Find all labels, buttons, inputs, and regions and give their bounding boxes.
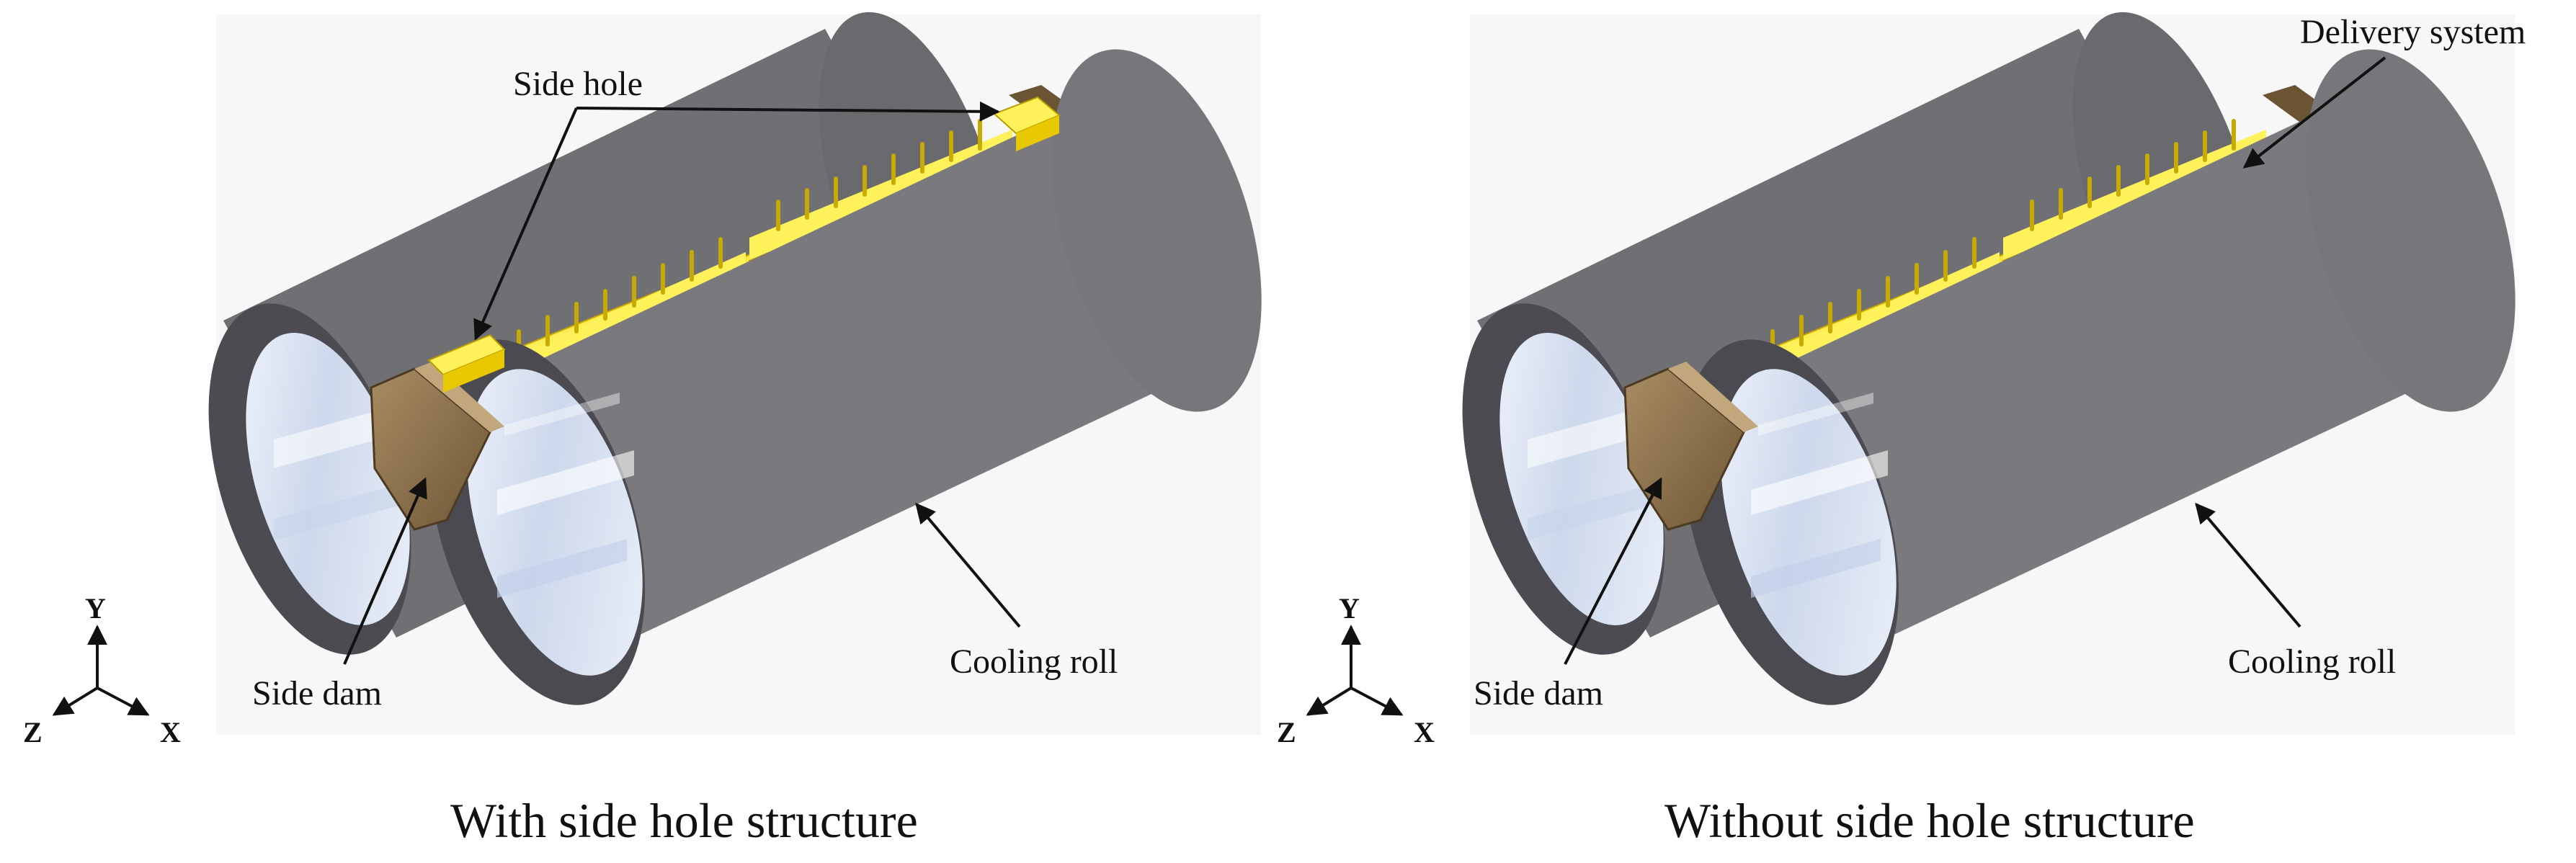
axis-label-y: Y [85,592,106,625]
label-side-dam: Side dam [1474,674,1603,712]
panel-right-annotations: Delivery system Side dam Cooling roll Y … [1277,13,2526,848]
axis-label-x: X [160,716,181,748]
axis-label-y: Y [1339,592,1360,625]
panel-right-model [1425,0,2555,735]
panel-left-model [171,0,1301,735]
axis-label-z: Z [23,716,43,748]
arrow-side-dam [343,477,427,665]
label-side-hole: Side hole [513,65,643,103]
axis-triad-left: Y Z X [23,592,181,748]
axis-label-x: X [1414,716,1435,748]
caption-right: Without side hole structure [1664,793,2195,848]
arrow-cooling-roll [2195,502,2301,628]
arrow-side-hole-1 [473,107,578,341]
side-hole-left [427,334,506,393]
arrow-side-dam [1564,477,1662,665]
arrow-delivery-system [2242,56,2386,169]
label-side-dam: Side dam [252,674,382,712]
axis-triad-right: Y Z X [1277,592,1435,748]
label-cooling-roll: Cooling roll [950,643,1118,681]
caption-left: With side hole structure [450,793,918,848]
label-cooling-roll: Cooling roll [2228,643,2396,681]
panel-left-annotations: Side hole Side dam Cooling roll Y Z X Wi… [23,65,1118,848]
arrow-side-hole-2 [576,101,1000,122]
label-delivery-system: Delivery system [2300,13,2526,51]
side-hole-right [993,96,1061,151]
axis-label-z: Z [1277,716,1296,748]
arrow-cooling-roll [915,502,1021,628]
